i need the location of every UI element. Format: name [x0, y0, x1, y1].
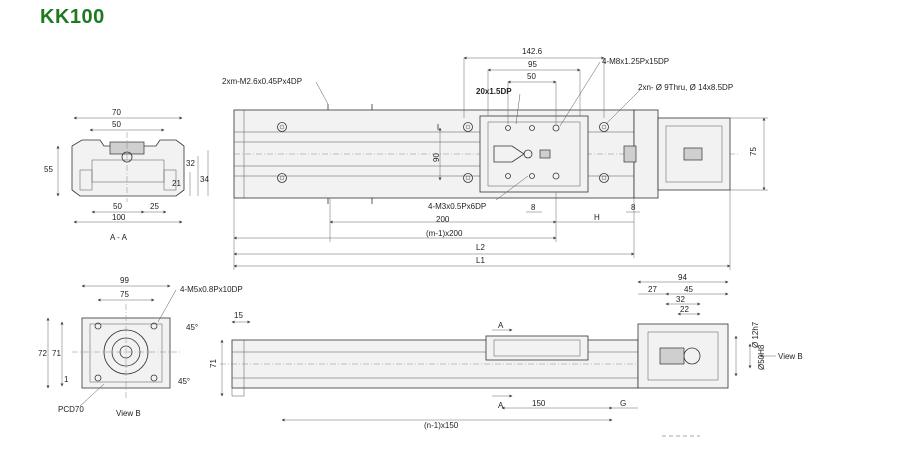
dim-side-g: G	[620, 399, 626, 408]
dim-l2: L2	[476, 243, 485, 252]
section-marker-a-top: A	[498, 321, 504, 330]
dim-sec-34: 34	[200, 175, 209, 184]
dim-90: 90	[432, 153, 441, 162]
callout-m8: 4-M8x1.25Px15DP	[602, 57, 669, 66]
dim-sec-55: 55	[44, 165, 53, 174]
dim-200: 200	[436, 215, 450, 224]
callout-m2-6: 2xm-M2.6x0.45Px4DP	[222, 77, 302, 86]
dim-l1: L1	[476, 256, 485, 265]
callout-20x1-5dp: 20x1.5DP	[476, 87, 512, 96]
label-view-b-arrow: View B	[778, 352, 803, 361]
dim-side-27: 27	[648, 285, 657, 294]
dim-m1x200: (m-1)x200	[426, 229, 463, 238]
callout-m3: 4-M3x0.5Px6DP	[428, 202, 486, 211]
dim-sec-21: 21	[172, 179, 181, 188]
section-a-a-view: 70 50 55 21 32 34 50 25 100 A - A	[44, 108, 209, 242]
view-b: 99 75 4-M5x0.8Px10DP 45° 45° 72 71 1 PCD…	[38, 276, 243, 418]
dim-side-15: 15	[234, 311, 243, 320]
dim-side-94: 94	[678, 273, 687, 282]
dim-95: 95	[528, 60, 537, 69]
dim-sec-50-bottom: 50	[113, 202, 122, 211]
dim-h: H	[594, 213, 600, 222]
dim-75-right: 75	[749, 147, 758, 156]
dim-side-45: 45	[684, 285, 693, 294]
callout-m5: 4-M5x0.8Px10DP	[180, 285, 243, 294]
dim-vb-75: 75	[120, 290, 129, 299]
model-title: KK100	[40, 6, 105, 28]
dim-vb-1: 1	[64, 375, 69, 384]
label-pcd70: PCD70	[58, 405, 84, 414]
dim-side-22: 22	[680, 305, 689, 314]
dim-8-carriage: 8	[531, 203, 536, 212]
dim-sec-25: 25	[150, 202, 159, 211]
dim-vb-71: 71	[52, 349, 61, 358]
dim-142-6: 142.6	[522, 47, 543, 56]
dim-50-top: 50	[527, 72, 536, 81]
dim-vb-72: 72	[38, 349, 47, 358]
dim-side-150: 150	[532, 399, 546, 408]
dim-side-71: 71	[209, 359, 218, 368]
dim-side-12h7: Ø 12h7	[751, 321, 760, 348]
dim-sec-50-top: 50	[112, 120, 121, 129]
dim-sec-32: 32	[186, 159, 195, 168]
dim-vb-45-bottom: 45°	[178, 377, 190, 386]
dim-side-50h8: Ø50H8	[757, 344, 766, 370]
side-view: 15 71 A A 150 G (n-1)x150 94 27 45 32 22…	[209, 273, 803, 430]
callout-2xn-thru: 2xn- Ø 9Thru, Ø 14x8.5DP	[638, 83, 733, 92]
section-marker-a-bottom: A	[498, 401, 504, 410]
top-view: 2xm-M2.6x0.45Px4DP 142.6 95 50 4-M8x1.25…	[222, 47, 768, 270]
dim-side-32: 32	[676, 295, 685, 304]
dim-vb-45-top: 45°	[186, 323, 198, 332]
dim-8-end: 8	[631, 203, 636, 212]
dim-sec-100: 100	[112, 213, 126, 222]
dim-side-n1x150: (n-1)x150	[424, 421, 459, 430]
label-view-b-caption: View B	[116, 409, 141, 418]
dim-sec-70: 70	[112, 108, 121, 117]
dim-vb-99: 99	[120, 276, 129, 285]
section-label-a-a: A - A	[110, 233, 128, 242]
